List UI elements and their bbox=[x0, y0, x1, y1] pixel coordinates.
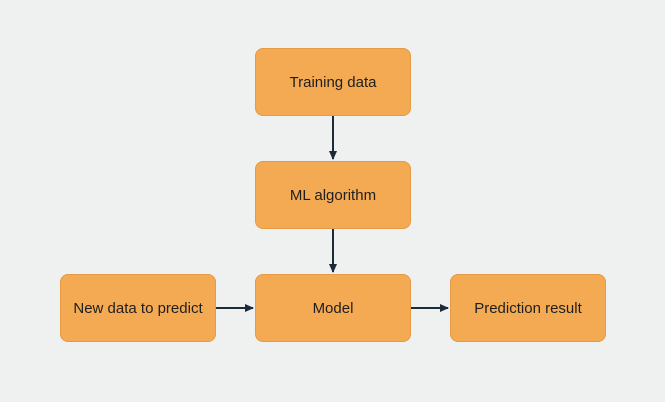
training-data-node: Training data bbox=[255, 48, 411, 116]
model-node: Model bbox=[255, 274, 411, 342]
training-data-label: Training data bbox=[289, 73, 377, 91]
model-label: Model bbox=[312, 299, 354, 317]
prediction-result-label: Prediction result bbox=[474, 299, 582, 317]
ml-algorithm-label: ML algorithm bbox=[289, 186, 377, 204]
new-data-node: New data to predict bbox=[60, 274, 216, 342]
new-data-label: New data to predict bbox=[73, 299, 203, 317]
prediction-result-node: Prediction result bbox=[450, 274, 606, 342]
ml-algorithm-node: ML algorithm bbox=[255, 161, 411, 229]
